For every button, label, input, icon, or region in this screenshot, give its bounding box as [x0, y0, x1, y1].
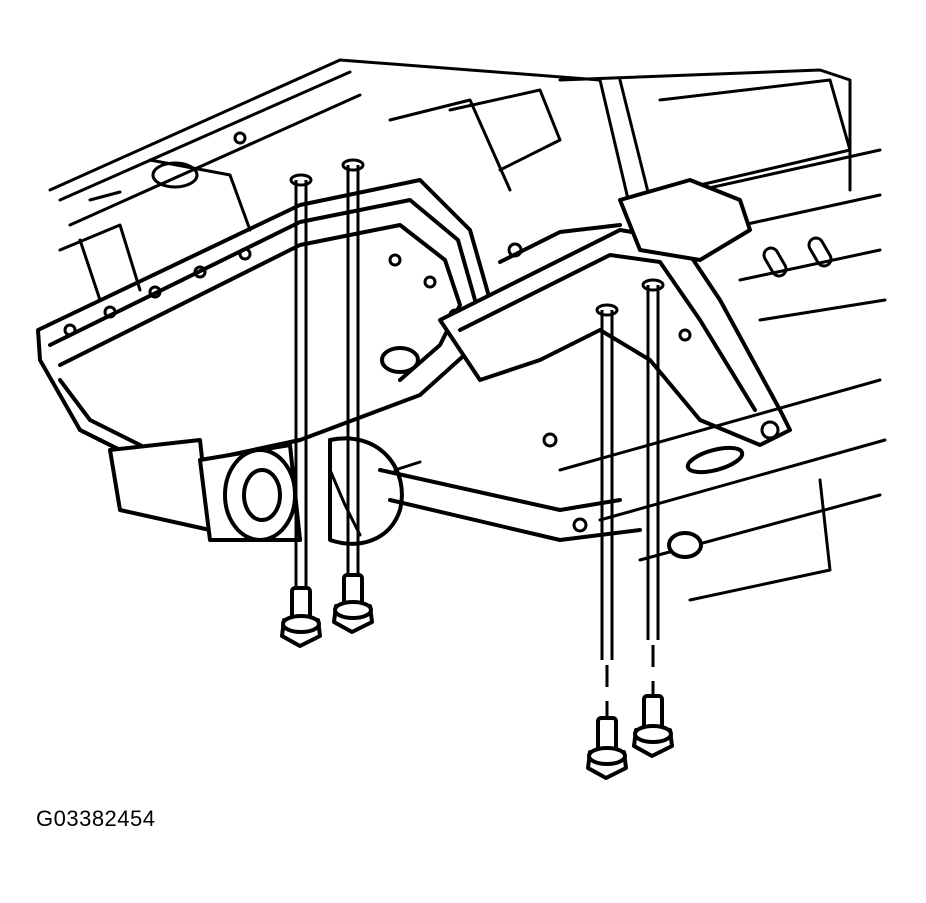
crossmember — [438, 178, 792, 533]
bolt-1 — [280, 586, 322, 648]
figure-id-label: G03382454 — [36, 806, 156, 831]
bolt-4 — [632, 694, 674, 758]
bolt-2 — [332, 573, 374, 634]
bolt-3 — [586, 716, 628, 780]
vehicle-frame — [48, 58, 887, 322]
bolt-alignment-lines — [289, 158, 665, 720]
transmission-oil-pan — [36, 131, 492, 472]
